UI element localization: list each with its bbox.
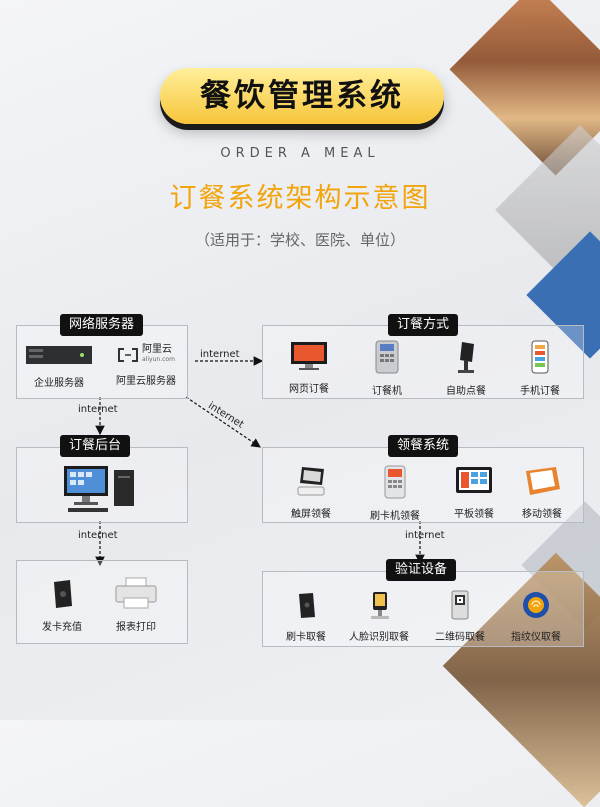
face-recognition-verify: 人脸识别取餐 [344, 590, 414, 643]
tablet-pickup: 平板领餐 [446, 465, 502, 520]
aliyun-server-label: 阿里云服务器 [116, 376, 176, 387]
printer-icon [115, 577, 157, 609]
pos-terminal-icon [297, 467, 325, 496]
ordering-title: 订餐方式 [388, 314, 459, 336]
touchscreen-pickup: 触屏领餐 [280, 465, 342, 520]
face-recognition-icon [371, 592, 389, 619]
phone-icon [531, 340, 549, 374]
tablet-icon [456, 467, 492, 493]
ordering-machine: 订餐机 [360, 340, 414, 397]
internet-label: internet [200, 349, 240, 360]
card-verify: 刷卡取餐 [278, 590, 334, 643]
face-recognition-verify-label: 人脸识别取餐 [349, 632, 409, 643]
card-terminal-icon [375, 340, 399, 374]
backend-computer [60, 462, 140, 518]
page-title: 餐饮管理系统 [200, 78, 404, 114]
qr-code-verify-label: 二维码取餐 [435, 632, 485, 643]
servers-title: 网络服务器 [60, 314, 144, 336]
card-verify-label: 刷卡取餐 [286, 632, 326, 643]
internet-label: internet [78, 530, 118, 541]
qr-scanner-icon [451, 590, 469, 620]
card-issue-label: 发卡充值 [42, 622, 82, 633]
card-reader-icon [299, 593, 315, 618]
mobile-pickup: 移动领餐 [514, 465, 570, 520]
card-issue: 发卡充值 [34, 576, 90, 633]
mobile-pickup-label: 移动领餐 [522, 509, 562, 520]
self-service-kiosk: 自助点餐 [438, 340, 494, 397]
fingerprint-icon [523, 592, 549, 618]
internet-label: internet [78, 404, 118, 415]
aliyun-logo-icon: 阿里云 aliyun.com [108, 342, 184, 368]
web-ordering: 网页订餐 [278, 340, 340, 395]
connector-lines [95, 356, 425, 567]
mobile-ordering-label: 手机订餐 [520, 386, 560, 397]
server-icon [26, 346, 92, 364]
pickup-title: 领餐系统 [388, 435, 459, 457]
web-ordering-label: 网页订餐 [289, 384, 329, 395]
card-box [16, 560, 188, 644]
kiosk-icon [458, 342, 474, 373]
handheld-terminal-icon [526, 467, 560, 495]
card-reader-icon [384, 465, 406, 499]
enterprise-server-label: 企业服务器 [34, 378, 84, 389]
enterprise-server: 企业服务器 [22, 344, 96, 389]
report-print-label: 报表打印 [116, 622, 156, 633]
self-service-kiosk-label: 自助点餐 [446, 386, 486, 397]
monitor-icon [291, 342, 327, 370]
aliyun-logo-domain: aliyun.com [142, 356, 175, 363]
title-banner: 餐饮管理系统 [160, 68, 444, 124]
backend-title: 订餐后台 [60, 435, 131, 457]
internet-label: internet [405, 530, 445, 541]
tablet-pickup-label: 平板领餐 [454, 509, 494, 520]
ordering-machine-label: 订餐机 [372, 386, 402, 397]
applicability-note: （适用于：学校、医院、单位） [194, 231, 405, 249]
aliyun-server: 阿里云 aliyun.com 阿里云服务器 [108, 342, 184, 388]
card-reader-icon [54, 580, 72, 608]
aliyun-logo-text: 阿里云 [142, 344, 173, 355]
card-machine-pickup: 刷卡机领餐 [364, 465, 426, 522]
fingerprint-verify: 指纹仪取餐 [504, 590, 568, 643]
card-machine-pickup-label: 刷卡机领餐 [370, 511, 420, 522]
verify-title: 验证设备 [386, 559, 457, 581]
english-subtitle: ORDER A MEAL [220, 146, 380, 161]
qr-code-verify: 二维码取餐 [430, 590, 490, 643]
mobile-ordering: 手机订餐 [512, 340, 568, 397]
fingerprint-verify-label: 指纹仪取餐 [511, 632, 561, 643]
touchscreen-pickup-label: 触屏领餐 [291, 509, 331, 520]
report-print: 报表打印 [104, 576, 168, 633]
desktop-computer-icon [64, 466, 134, 512]
diagram-title: 订餐系统架构示意图 [169, 183, 431, 214]
